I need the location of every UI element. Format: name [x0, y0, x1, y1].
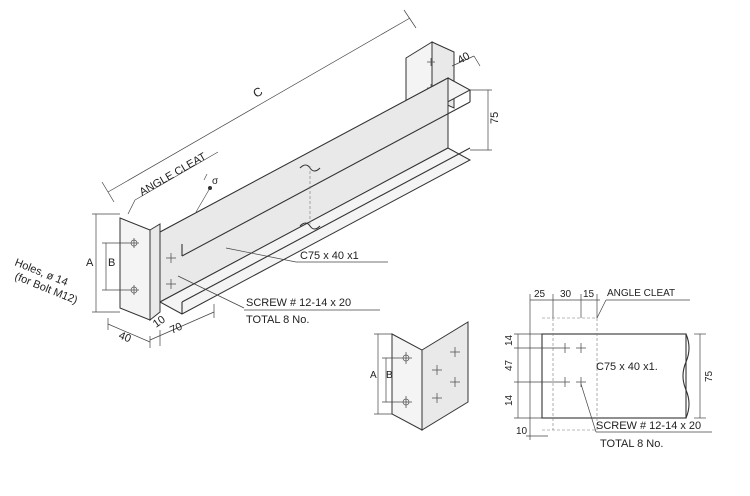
dimension-c-label: C — [251, 84, 266, 101]
dim-b-label: B — [108, 257, 115, 269]
elev-dim-30: 30 — [560, 289, 572, 300]
elev-dim-14-top: 14 — [504, 334, 515, 346]
dim-a-label: A — [86, 257, 94, 269]
elev-dim-14-bottom: 14 — [504, 394, 515, 406]
dim-40-bottom: 40 — [117, 330, 133, 346]
screw-callout: SCREW # 12-14 x 20 TOTAL 8 No. — [177, 275, 380, 326]
elev-dim-75: 75 — [704, 370, 715, 382]
dim-40-top: 40 — [456, 50, 473, 67]
dimension-a-b: A B — [86, 213, 129, 313]
end-dimensions: 40 75 — [451, 50, 501, 151]
dim-70: 70 — [168, 321, 184, 337]
angle-cleat-detail: A B — [370, 321, 469, 431]
bottom-dimensions: 40 10 70 — [107, 304, 215, 348]
angle-cleat-label: ANGLE CLEAT — [138, 151, 209, 199]
detail-dim-a: A — [370, 370, 377, 381]
elev-total-label: TOTAL 8 No. — [600, 438, 663, 450]
elev-screw-label: SCREW # 12-14 x 20 — [596, 420, 701, 432]
elev-dim-47: 47 — [504, 359, 515, 371]
c-channel — [158, 77, 472, 315]
screw-label: SCREW # 12-14 x 20 — [246, 297, 351, 309]
svg-text:σ: σ — [212, 176, 219, 187]
elev-dim-10: 10 — [516, 426, 528, 437]
elev-cleat-label: ANGLE CLEAT — [607, 288, 675, 299]
dim-75: 75 — [489, 112, 501, 124]
angle-cleat-callout: ANGLE CLEAT — [127, 151, 219, 215]
isometric-view: C ANGLE CLEAT σ — [13, 9, 501, 348]
dim-10: 10 — [151, 314, 168, 331]
screw-marker: σ — [195, 173, 219, 213]
elev-section-label: C75 x 40 x1. — [596, 361, 658, 373]
elevation-view: 25 30 15 ANGLE CLEAT 14 47 14 C75 — [504, 288, 715, 450]
detail-dim-b: B — [386, 370, 393, 381]
elev-dim-25: 25 — [534, 289, 546, 300]
near-angle-cleat — [119, 217, 176, 322]
holes-note: Holes, ø 14 (for Bolt M12) — [13, 257, 79, 307]
section-callout: C75 x 40 x1 — [225, 247, 388, 263]
total-label: TOTAL 8 No. — [246, 314, 309, 326]
section-label: C75 x 40 x1 — [300, 250, 359, 262]
elev-dim-15: 15 — [583, 289, 595, 300]
